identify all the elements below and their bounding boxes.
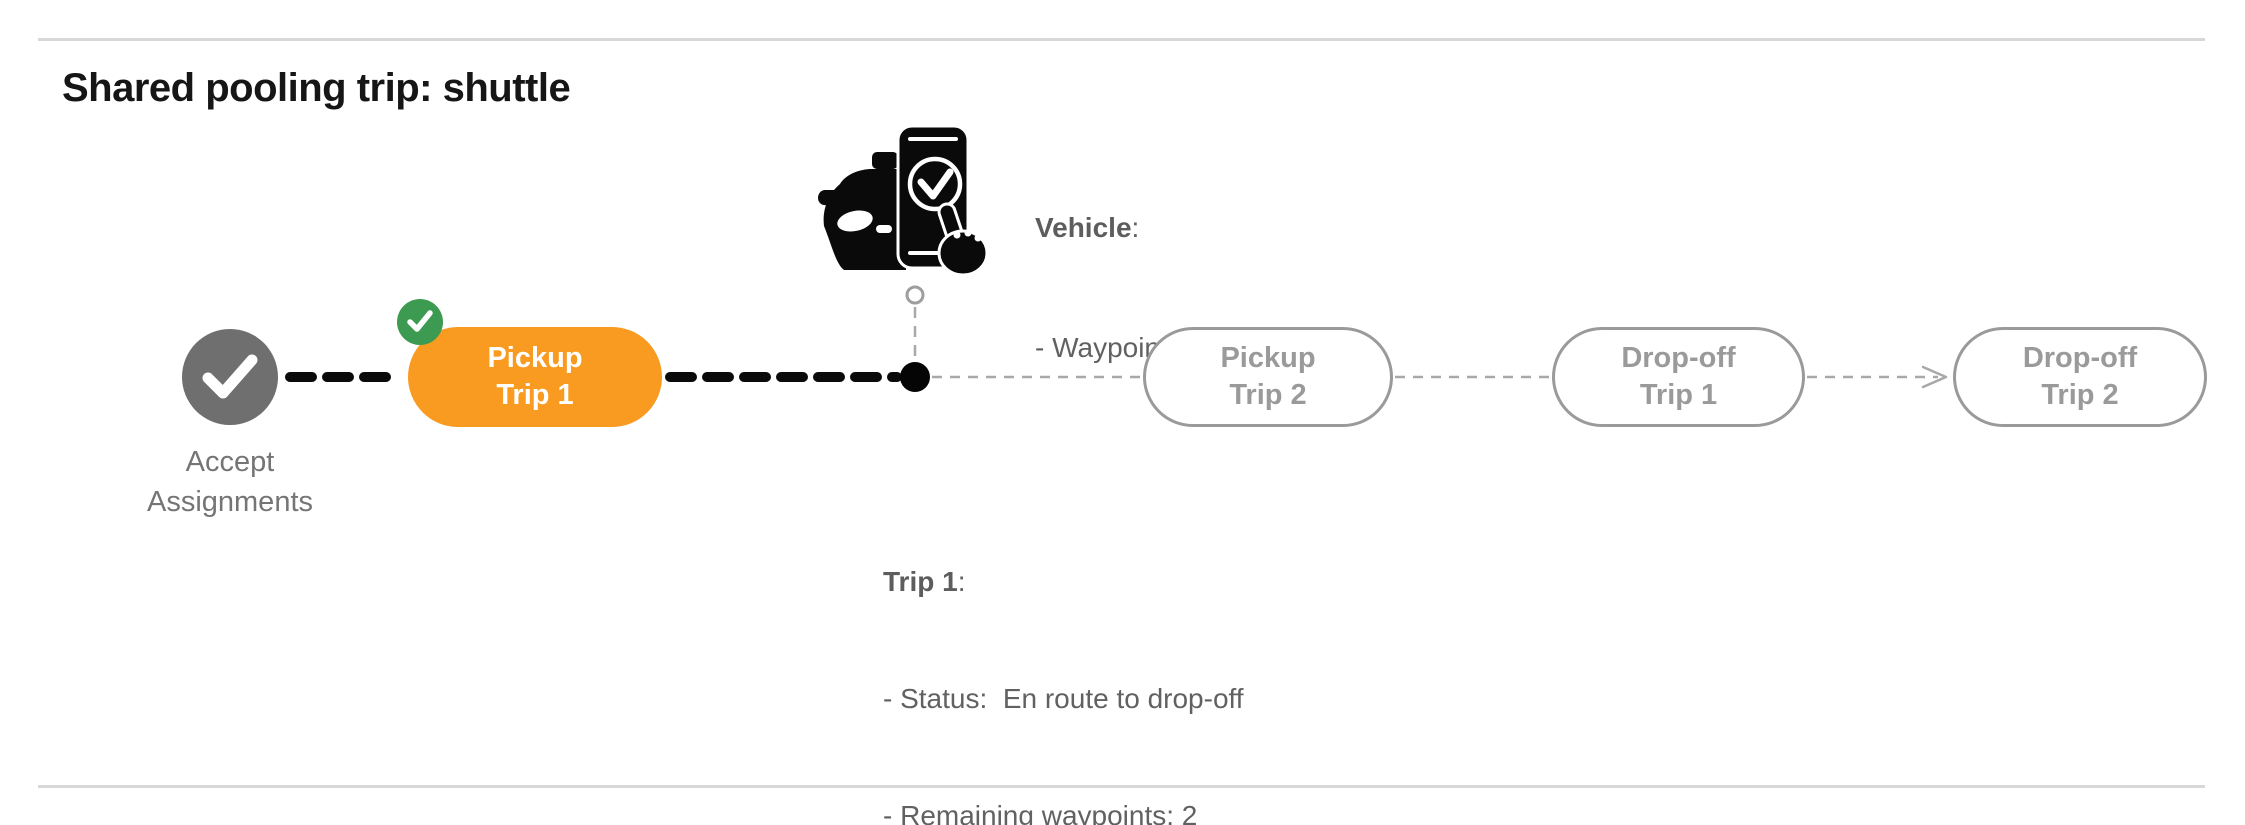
accept-assignments-label: Accept Assignments — [80, 442, 380, 522]
check-icon — [202, 354, 258, 399]
car-with-phone-check-icon — [818, 124, 989, 277]
arrow-head-icon — [1921, 365, 1948, 389]
pill-pickup-trip-1: Pickup Trip 1 — [408, 327, 662, 427]
vehicle-info-title: Vehicle — [1035, 212, 1132, 243]
accept-assignments-node — [182, 329, 278, 425]
current-position-dot — [900, 362, 930, 392]
pill-label-line1: Drop-off — [2022, 342, 2138, 374]
pill-label-line1: Pickup — [487, 342, 583, 374]
trip-info: Trip 1: - Status: En route to drop-off -… — [883, 484, 1244, 825]
pill-label-line2: Trip 1 — [1639, 379, 1718, 411]
pill-label-line2: Trip 1 — [496, 379, 574, 411]
trip1-status: - Status: En route to drop-off — [883, 683, 1244, 714]
pill-label-line1: Drop-off — [1621, 342, 1736, 374]
pill-drop-off-trip-1: Drop-off Trip 1 — [1552, 327, 1805, 427]
page-title: Shared pooling trip: shuttle — [62, 66, 571, 110]
vehicle-info-title-line: Vehicle: — [1035, 208, 1213, 248]
accept-label-line1: Accept — [185, 446, 275, 478]
trip1-title: Trip 1 — [883, 566, 958, 597]
pill-label-line1: Pickup — [1220, 342, 1316, 374]
trip1-colon: : — [957, 566, 966, 597]
vehicle-info: Vehicle: - Waypoints: 3 — [1035, 128, 1213, 448]
trip1-title-line: Trip 1: — [883, 562, 1244, 601]
vehicle-marker-circle-icon — [905, 285, 925, 305]
top-divider — [38, 38, 2205, 41]
trip1-waypoints: - Remaining waypoints: 2 — [883, 800, 1198, 825]
completed-badge — [397, 299, 443, 345]
pill-label-line2: Trip 2 — [1229, 379, 1307, 411]
pill-drop-off-trip-2: Drop-off Trip 2 — [1953, 327, 2207, 427]
vehicle-info-colon: : — [1131, 212, 1140, 243]
pill-pickup-trip-2: Pickup Trip 2 — [1143, 327, 1393, 427]
pill-label-line2: Trip 2 — [2041, 379, 2119, 411]
bottom-divider — [38, 785, 2205, 788]
accept-label-line2: Assignments — [146, 486, 313, 518]
check-icon — [407, 310, 433, 332]
